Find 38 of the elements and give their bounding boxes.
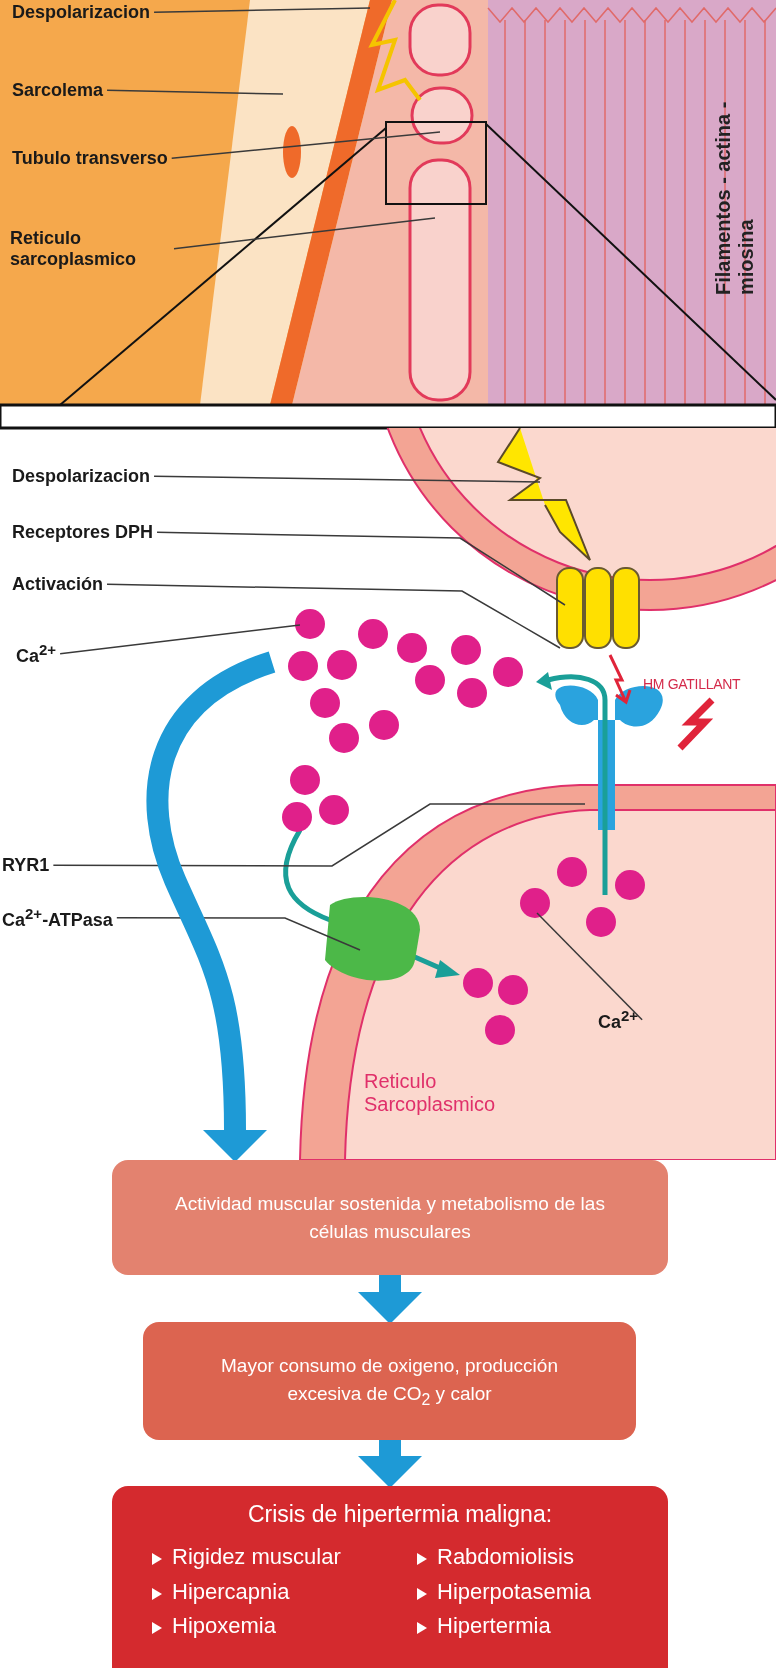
callout-label: Ca$^{2+}$-ATPasa	[2, 905, 113, 931]
callout-label: Despolarizacion	[12, 2, 151, 23]
region-label: Reticulo Sarcoplasmico	[364, 1070, 497, 1116]
list-item: Hipercapnia	[172, 1577, 290, 1606]
list-item: Rabdomiolisis	[437, 1543, 574, 1572]
leader-line	[173, 217, 436, 250]
arrow	[146, 651, 276, 1162]
process-box: Mayor consumo de oxigeno, producción excesiva de CO$_{2}$ y calor	[143, 1322, 636, 1440]
callout-label: Receptores DPH	[12, 522, 154, 543]
leader-line	[52, 803, 586, 867]
leader-line	[106, 89, 284, 95]
result-box	[112, 1486, 668, 1668]
leader-line	[116, 917, 361, 951]
leader-line	[170, 131, 441, 160]
callout-label: Ca$^{2+}$	[16, 641, 57, 667]
list-item: Hiperpotasemia	[437, 1577, 592, 1606]
callout-label: Despolarizacion	[12, 466, 151, 487]
callout-label: Tubulo transverso	[12, 148, 168, 169]
leader-line	[153, 7, 371, 14]
leader-line	[156, 531, 566, 606]
leader-line	[59, 624, 301, 655]
callout-label: Activación	[12, 574, 104, 595]
leader-line	[106, 583, 561, 649]
leader-line	[536, 912, 643, 1021]
arrow	[358, 1440, 422, 1488]
callout-label: Ca$^{2+}$	[598, 1007, 639, 1033]
callout-label: Sarcolema	[12, 80, 104, 101]
trigger-label: HM GATILLANT	[643, 676, 741, 693]
callout-label: Reticulo sarcoplasmico	[10, 228, 170, 270]
list-item: Hipoxemia	[172, 1612, 276, 1641]
list-item: Hipertermia	[437, 1612, 551, 1641]
arrow	[358, 1275, 422, 1324]
box-heading: Crisis de hipertermia maligna:	[246, 1500, 554, 1529]
filament-label: Filamentos - actina - miosina	[712, 100, 758, 295]
list-item: Rigidez muscular	[172, 1543, 341, 1572]
leader-line	[153, 475, 541, 483]
process-box: Actividad muscular sostenida y metabolismo de las células musculares	[112, 1160, 668, 1275]
callout-label: RYR1	[2, 855, 50, 876]
